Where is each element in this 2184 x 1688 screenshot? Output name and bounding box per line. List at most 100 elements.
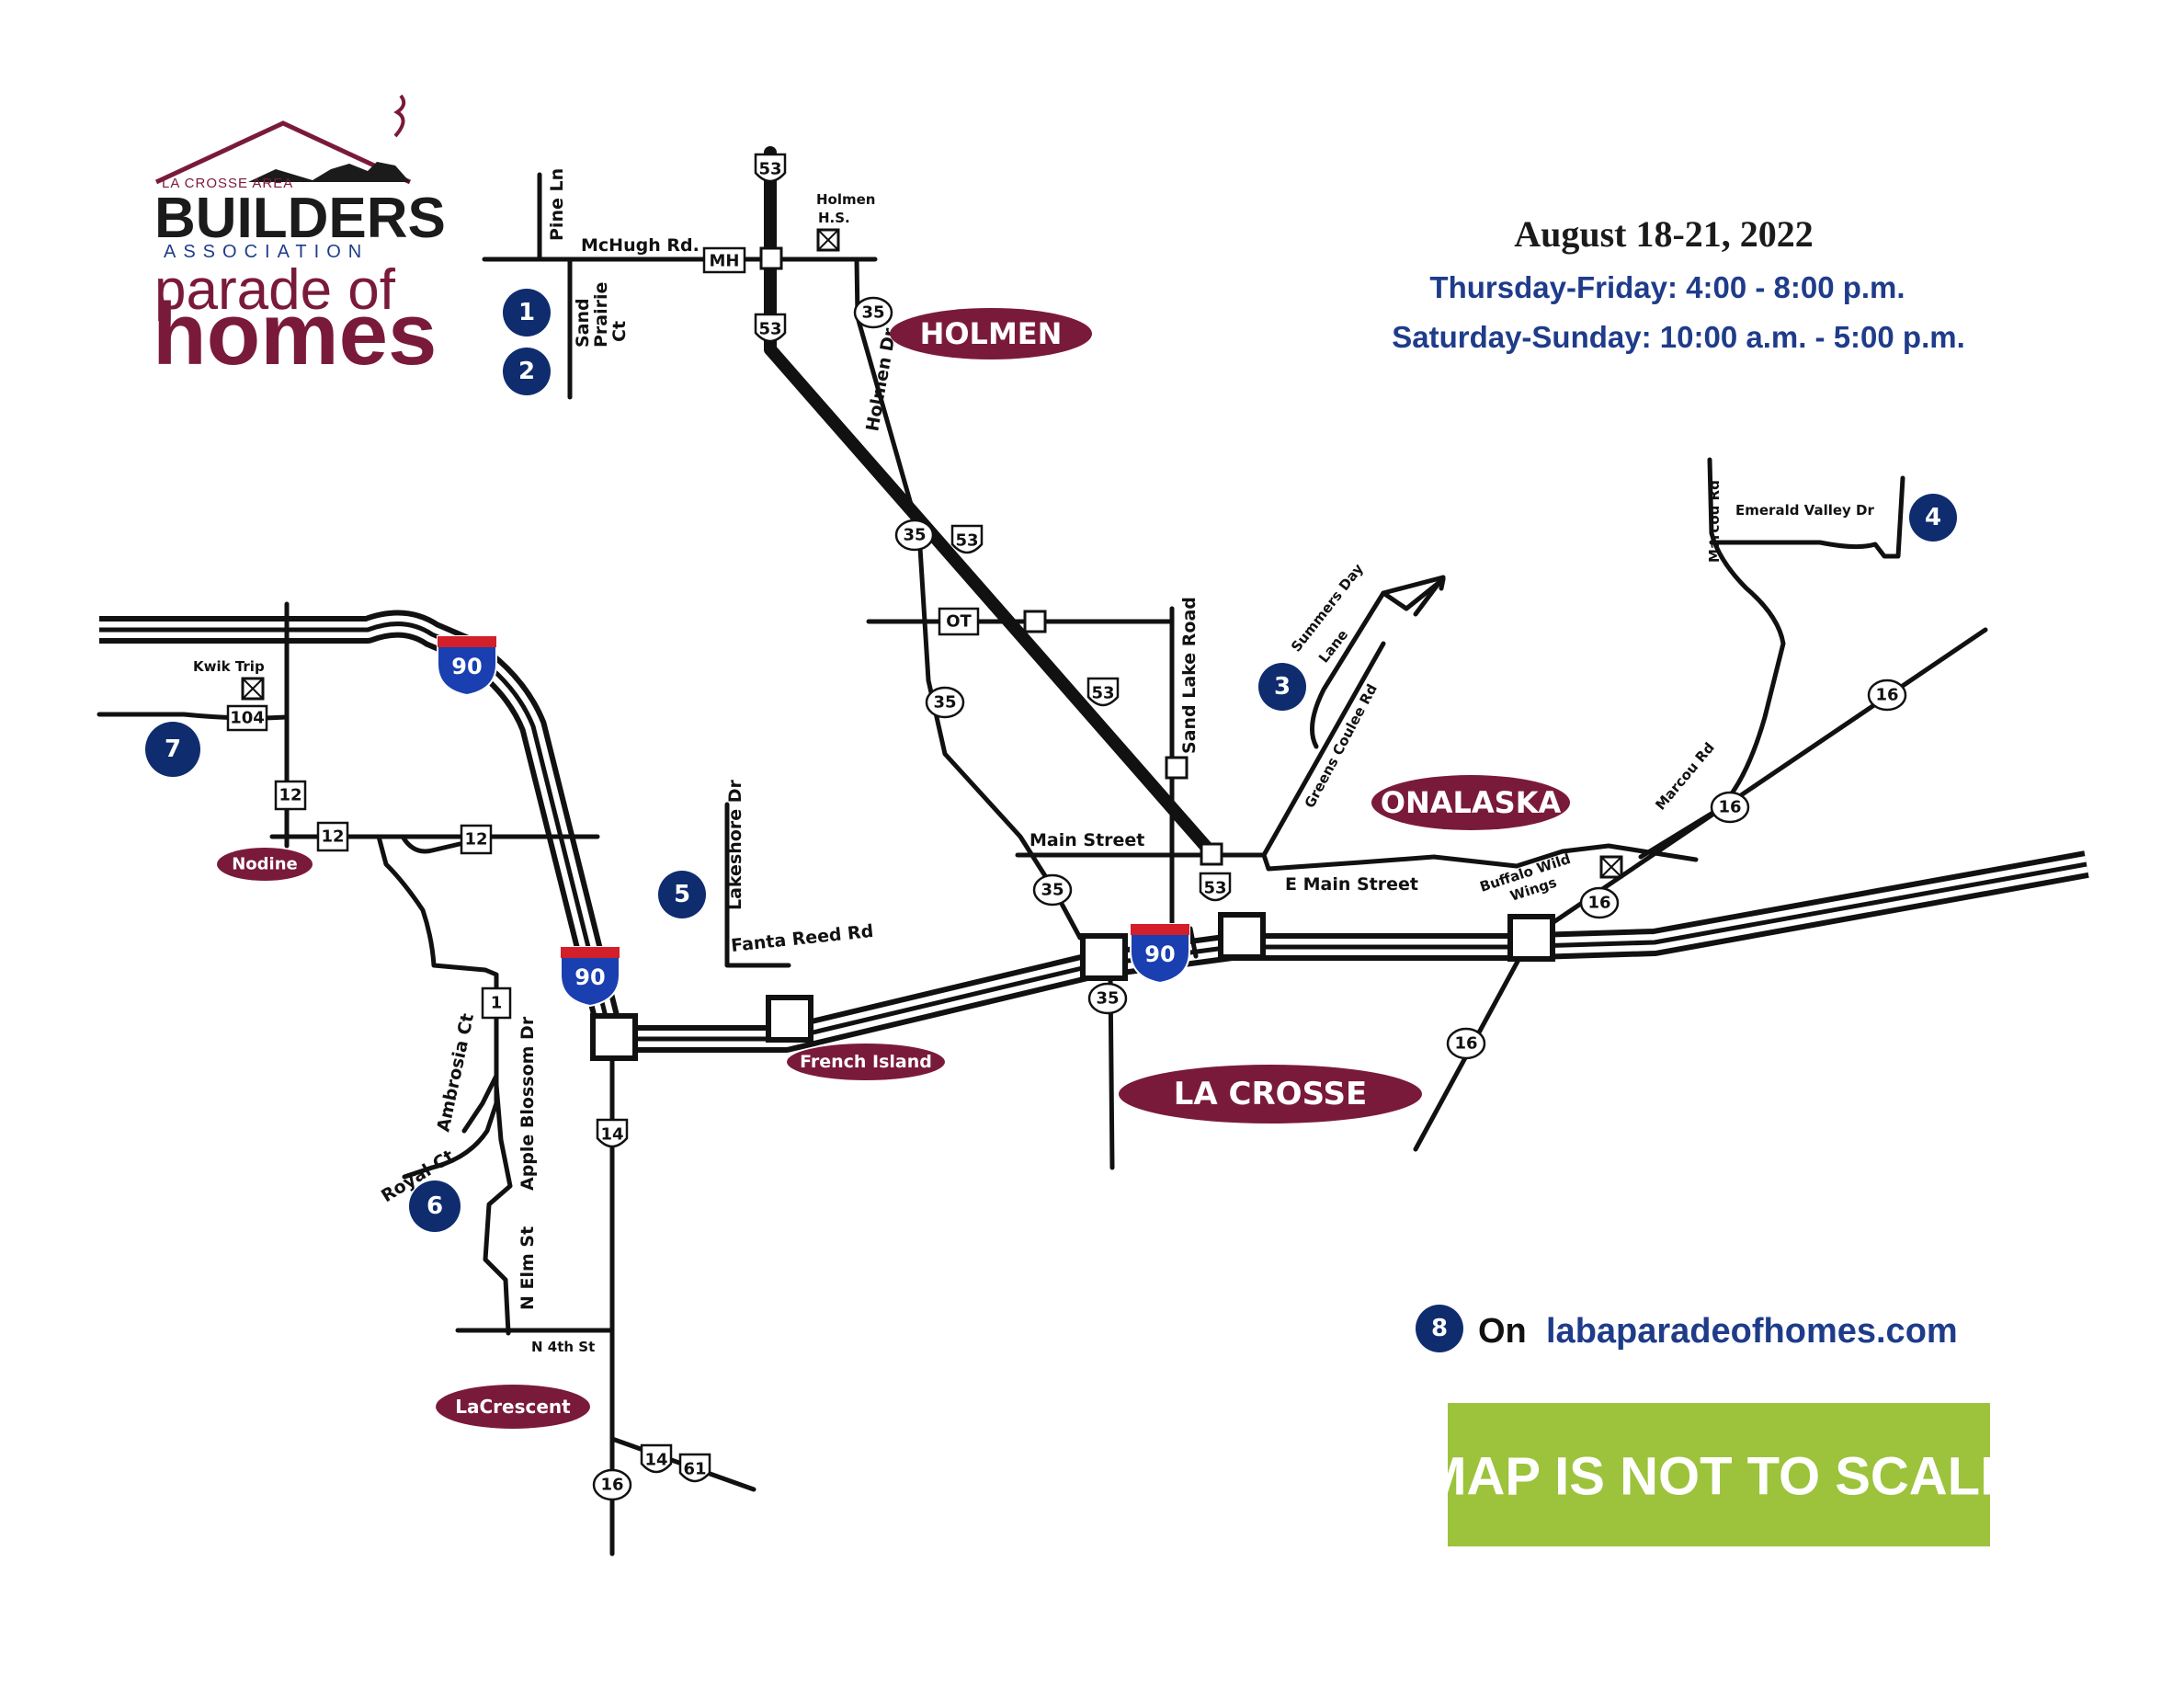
svg-text:HOLMEN: HOLMEN [920, 316, 1063, 351]
svg-text:16: 16 [1875, 686, 1898, 705]
city-onalaska: ONALASKA [1371, 775, 1570, 830]
svg-text:35: 35 [933, 693, 956, 713]
interchange-route-35 [1080, 933, 1128, 981]
us14-shield-1: 14 [596, 1118, 629, 1148]
marcou-rd-label-south: Marcou Rd [1652, 739, 1718, 813]
logo-builders-text: BUILDERS [154, 187, 446, 250]
svg-text:MH: MH [710, 252, 740, 271]
apple-blossom-drive-road [483, 1082, 513, 1336]
svg-text:LaCrescent: LaCrescent [455, 1396, 571, 1418]
logo-rooftops-icon [248, 162, 410, 182]
greens-coulee-road [1261, 641, 1386, 858]
builders-association-logo: LA CROSSE AREA BUILDERS ASSOCIATION para… [153, 94, 446, 383]
stop-marker-1[interactable]: 1 [503, 289, 551, 336]
route-12-shield-1: 12 [274, 780, 307, 811]
svg-text:14: 14 [644, 1451, 667, 1470]
junction-main-53 [1200, 842, 1223, 866]
svg-text:12: 12 [321, 827, 344, 847]
svg-text:4: 4 [1925, 504, 1941, 531]
sand-prairie-label-1: Sand [573, 298, 593, 348]
ambrosia-ct-road [461, 1073, 499, 1134]
interchange-us53 [1218, 912, 1266, 960]
svg-text:OT: OT [946, 612, 972, 632]
route-12-shield-2: 12 [316, 821, 349, 852]
website-link[interactable]: labaparadeofhomes.com [1546, 1312, 1958, 1351]
svg-text:53: 53 [955, 531, 978, 551]
route-35-shield-1: 35 [853, 296, 893, 329]
city-la-crosse: LA CROSSE [1119, 1065, 1422, 1123]
weekend-hours: Saturday-Sunday: 10:00 a.m. - 5:00 p.m. [1392, 320, 1965, 354]
svg-text:53: 53 [758, 160, 781, 179]
route-35-shield-2: 35 [894, 519, 935, 552]
svg-text:14: 14 [600, 1125, 623, 1145]
city-nodine: Nodine [217, 848, 313, 881]
sand-prairie-label-2: Prairie [591, 282, 611, 348]
sand-lake-label: Sand Lake Road [1179, 597, 1200, 754]
svg-text:53: 53 [1091, 684, 1114, 703]
route-104-shield: 104 [226, 704, 268, 732]
n-4th-label: N 4th St [531, 1339, 595, 1355]
city-holmen: HOLMEN [890, 308, 1092, 359]
e-main-street-label: E Main Street [1285, 874, 1418, 895]
route-16-shield-4: 16 [1446, 1027, 1486, 1060]
weekday-hours: Thursday-Friday: 4:00 - 8:00 p.m. [1429, 270, 1905, 304]
marcou-road [1638, 457, 1786, 860]
holmen-hs-label-1: Holmen [816, 191, 875, 208]
us53-shield-1: 53 [754, 153, 787, 183]
svg-text:Nodine: Nodine [232, 855, 298, 874]
event-dates: August 18-21, 2022 [1514, 213, 1814, 255]
route-35-shield-4: 35 [1032, 873, 1073, 907]
svg-text:90: 90 [574, 964, 605, 990]
route-16-shield-1: 16 [1867, 679, 1907, 712]
svg-text:12: 12 [279, 786, 301, 805]
svg-text:35: 35 [1041, 881, 1064, 900]
n-elm-label: N Elm St [518, 1226, 538, 1310]
logo-association-text: ASSOCIATION [164, 242, 369, 262]
mh-shield: MH [702, 246, 746, 274]
stop-marker-3[interactable]: 3 [1258, 663, 1306, 711]
junction-ot-53 [1023, 610, 1047, 633]
svg-text:5: 5 [674, 881, 690, 908]
us53-shield-4: 53 [1086, 677, 1120, 707]
stop-marker-8[interactable]: 8 [1416, 1305, 1463, 1352]
route-12-shield-3: 12 [460, 824, 493, 855]
stop-marker-2[interactable]: 2 [503, 348, 551, 395]
svg-text:1: 1 [518, 299, 535, 326]
svg-text:1: 1 [491, 994, 503, 1013]
svg-text:35: 35 [1096, 989, 1119, 1009]
main-street-label: Main Street [1029, 830, 1144, 850]
svg-text:90: 90 [451, 654, 482, 679]
svg-text:2: 2 [518, 358, 535, 385]
emerald-valley-drive-road [1709, 475, 1905, 559]
not-to-scale-text: MAP IS NOT TO SCALE [1422, 1447, 2016, 1507]
stop-marker-6[interactable]: 6 [409, 1180, 461, 1232]
svg-text:6: 6 [427, 1192, 443, 1220]
svg-text:8: 8 [1431, 1315, 1448, 1342]
svg-text:LA CROSSE: LA CROSSE [1174, 1076, 1368, 1112]
holmen-hs-label-2: H.S. [818, 210, 850, 226]
route-35-shield-3: 35 [925, 686, 965, 719]
city-lacrescent: LaCrescent [436, 1385, 590, 1429]
stop-marker-7[interactable]: 7 [145, 722, 200, 777]
junction-mchugh-53 [759, 246, 783, 270]
svg-text:61: 61 [683, 1460, 706, 1479]
svg-text:16: 16 [1718, 798, 1741, 817]
logo-chimney-smoke-icon [393, 94, 406, 138]
logo-roof-icon [154, 120, 412, 185]
route-16-east-road [1528, 627, 1988, 941]
stop-marker-4[interactable]: 4 [1909, 494, 1957, 542]
mchugh-label: McHugh Rd. [581, 235, 700, 256]
svg-text:7: 7 [165, 736, 181, 763]
holmen-dr-label: Holmen Dr [862, 326, 900, 433]
i90-shield-3: 90 [1130, 923, 1190, 985]
stop-marker-5[interactable]: 5 [658, 871, 706, 918]
summers-day-label-2: Lane [1315, 626, 1351, 666]
svg-text:104: 104 [230, 709, 265, 728]
emerald-valley-label: Emerald Valley Dr [1735, 502, 1874, 519]
route-16-shield-2: 16 [1710, 791, 1750, 824]
greens-coulee-label: Greens Coulee Rd [1302, 681, 1381, 811]
logo-homes-text: homes [153, 285, 437, 383]
us53-shield-2: 53 [754, 313, 787, 343]
interchange-route-14 [590, 1013, 638, 1061]
